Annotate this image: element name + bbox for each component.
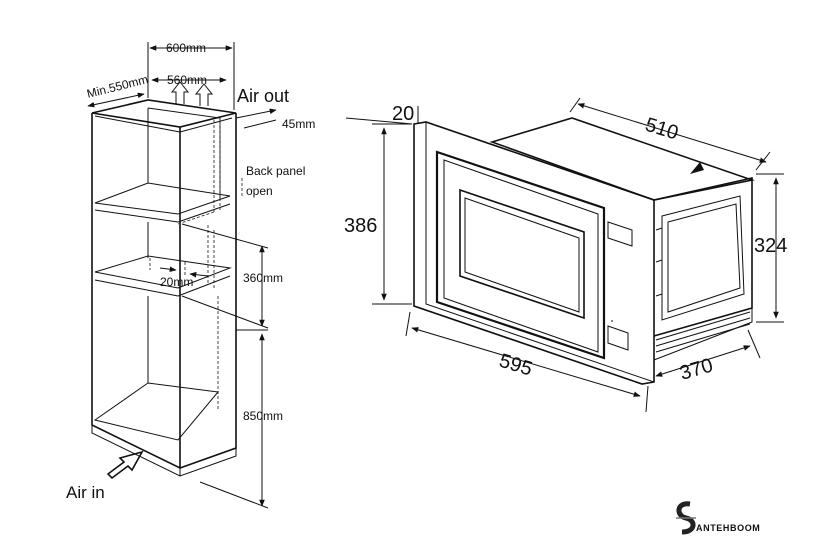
- frame-depth-label: 20: [392, 103, 414, 125]
- min-depth-dimension: [87, 92, 145, 108]
- brand-logo-icon: [676, 501, 696, 535]
- front-width-dimension: [405, 311, 649, 413]
- air-in-label: Air in: [66, 483, 105, 502]
- middle-niche: [94, 222, 232, 297]
- air-out-label: Air out: [237, 86, 289, 106]
- front-width-label: 595: [497, 350, 535, 381]
- width-label: 600mm: [166, 41, 206, 55]
- air-in-arrow: [106, 450, 144, 480]
- frame-depth-dimension: [345, 106, 419, 125]
- microwave-body: [489, 117, 756, 361]
- back-panel-open-label: open: [246, 184, 273, 198]
- body-depth-label: 370: [677, 354, 715, 384]
- niche-height-dimension: [181, 223, 269, 329]
- warning-icon: [690, 162, 704, 174]
- body-width-label: 510: [643, 114, 681, 145]
- top-gap-label: 45mm: [282, 117, 315, 131]
- brand-logo: ANTEHBOOM: [676, 501, 760, 535]
- upper-niche: [94, 107, 231, 225]
- base-height-dimension: [199, 329, 269, 509]
- body-height-label: 324: [754, 235, 787, 257]
- lower-niche: [93, 296, 219, 441]
- width-dimension: [147, 42, 235, 110]
- inner-width-label: 560mm: [167, 73, 207, 87]
- front-frame: [413, 121, 655, 385]
- front-height-label: 386: [344, 215, 377, 237]
- min-depth-label: Min.550mm: [85, 72, 149, 101]
- shelf-gap-dimension: [159, 266, 209, 278]
- top-gap-dimension: [235, 108, 277, 129]
- body-height-dimension: [756, 173, 784, 323]
- microwave-drawing: 20 510 386 324 595: [344, 97, 787, 413]
- body-width-dimension: [569, 97, 771, 171]
- niche-height-label: 360mm: [243, 271, 283, 285]
- cabinet-drawing: 600mm 560mm Min.550mm Air out 45mm Back …: [66, 41, 315, 509]
- front-height-dimension: [372, 123, 412, 305]
- base-height-label: 850mm: [243, 409, 283, 423]
- body-depth-dimension: [655, 329, 761, 377]
- back-panel-label: Back panel: [246, 164, 305, 178]
- brand-logo-text: ANTEHBOOM: [696, 523, 760, 533]
- cabinet-outline: [91, 99, 237, 477]
- shelf-gap-label: 20mm: [160, 275, 193, 289]
